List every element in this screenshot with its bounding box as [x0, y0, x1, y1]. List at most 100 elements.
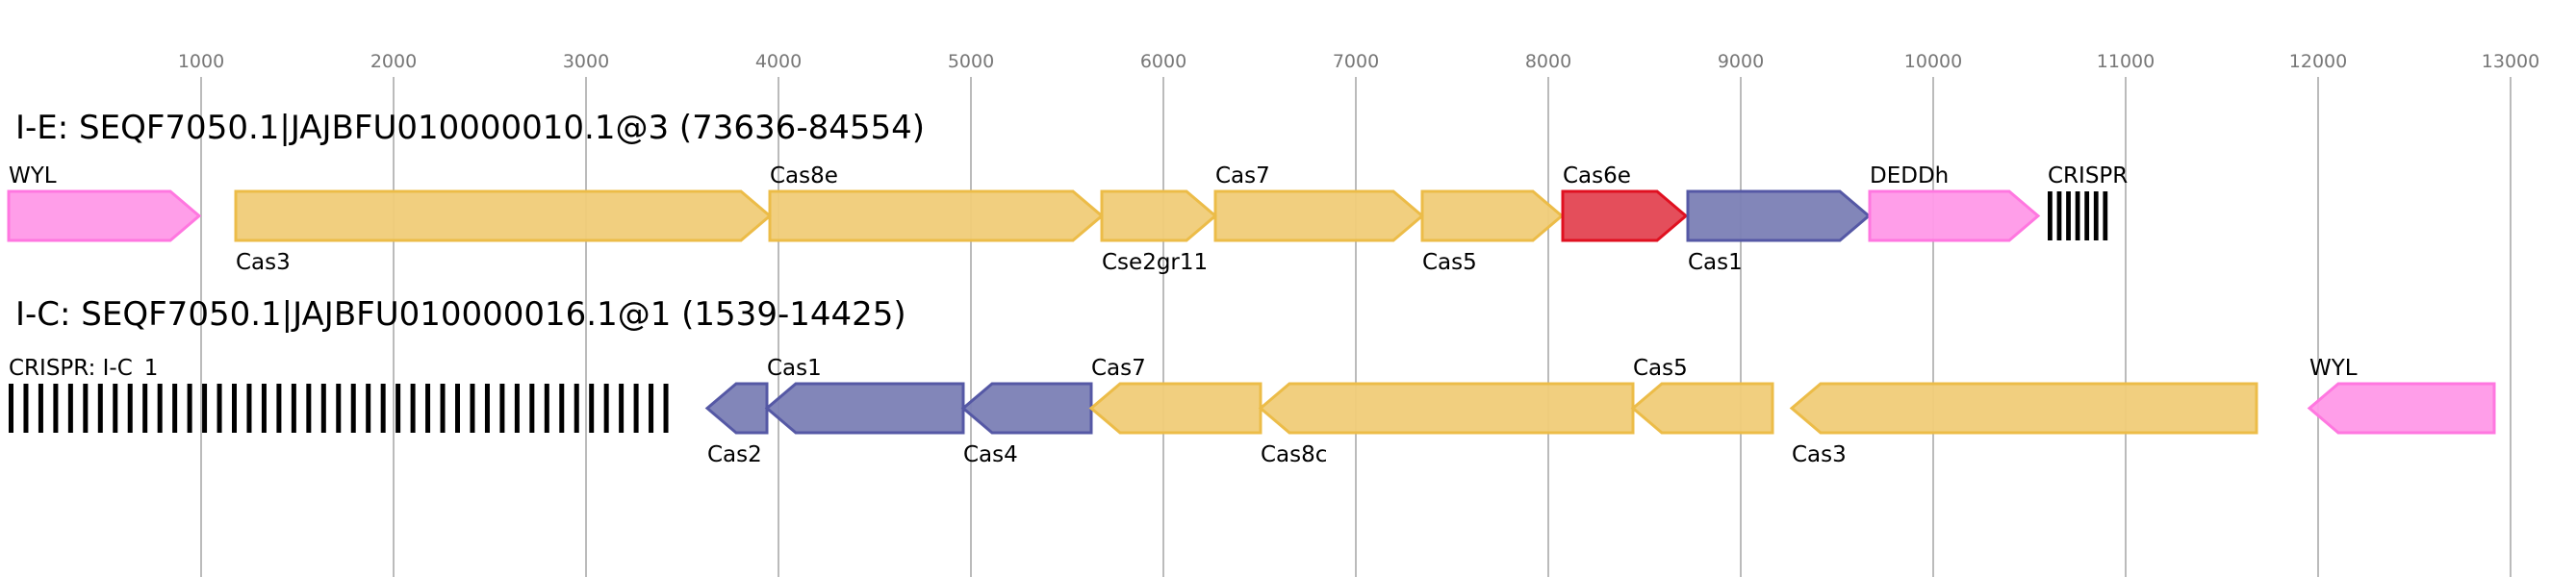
gene-label-cas3: Cas3 — [236, 250, 291, 275]
crispr-repeat — [38, 384, 43, 433]
gene-label-cas6e: Cas6e — [1563, 163, 1631, 188]
gene-arrow-cse2gr11[interactable] — [1100, 189, 1218, 242]
tick-label: 12000 — [2289, 51, 2347, 72]
gene-label-cas3: Cas3 — [1792, 442, 1847, 467]
tick-label: 10000 — [1904, 51, 1962, 72]
crispr-repeat — [395, 384, 401, 433]
crispr-repeat — [470, 384, 475, 433]
tick-label: 4000 — [755, 51, 802, 72]
gene-arrow-cas8c[interactable] — [1258, 382, 1635, 435]
gene-label-cas8c: Cas8c — [1261, 442, 1327, 467]
crispr-repeat — [425, 384, 431, 433]
gene-arrow-cas1[interactable] — [1686, 189, 1872, 242]
gene-arrow-cas3[interactable] — [234, 189, 773, 242]
gene-label-cas5: Cas5 — [1633, 356, 1688, 381]
crispr-repeat — [2056, 191, 2062, 240]
crispr-repeat — [633, 384, 639, 433]
loci: I-E: SEQF7050.1|JAJBFU010000010.1@3 (736… — [7, 109, 2496, 467]
gene-label-cas8e: Cas8e — [770, 163, 838, 188]
gene-label-cas1: Cas1 — [767, 356, 822, 381]
crispr-repeat — [336, 384, 342, 433]
locus-track: I-E: SEQF7050.1|JAJBFU010000010.1@3 (736… — [7, 109, 2128, 275]
gene-label-wyl: WYL — [2309, 356, 2358, 381]
crispr-array-count: 1 — [144, 356, 159, 381]
crispr-repeat — [232, 384, 237, 433]
gene-arrow-cas4[interactable] — [960, 382, 1093, 435]
locus-title: I-C: SEQF7050.1|JAJBFU010000016.1@1 (153… — [15, 295, 906, 334]
crispr-repeat — [291, 384, 296, 433]
crispr-repeat — [23, 384, 29, 433]
gene-arrow-cas5[interactable] — [1420, 189, 1565, 242]
gene-arrow-cas7[interactable] — [1213, 189, 1425, 242]
tick-label: 1000 — [178, 51, 224, 72]
crispr-repeat — [261, 384, 267, 433]
crispr-array[interactable] — [2048, 191, 2108, 240]
crispr-repeat — [529, 384, 535, 433]
crispr-repeat — [484, 384, 490, 433]
crispr-repeat — [320, 384, 326, 433]
crispr-repeat — [499, 384, 505, 433]
gene-arrow-cas3[interactable] — [1789, 382, 2258, 435]
crispr-repeat — [83, 384, 89, 433]
crispr-repeat — [2103, 191, 2108, 240]
crispr-repeat — [306, 384, 312, 433]
crispr-repeat — [574, 384, 579, 433]
gene-arrow-cas2[interactable] — [704, 382, 769, 435]
gene-arrow-cas6e[interactable] — [1561, 189, 1689, 242]
gene-label-cas2: Cas2 — [707, 442, 762, 467]
crispr-repeat — [246, 384, 252, 433]
crispr-repeat — [663, 384, 669, 433]
crispr-repeat — [603, 384, 609, 433]
crispr-repeat — [67, 384, 73, 433]
crispr-repeat — [410, 384, 416, 433]
gene-label-cas5: Cas5 — [1422, 250, 1477, 275]
tick-label: 7000 — [1333, 51, 1379, 72]
gene-label-cse2gr11: Cse2gr11 — [1102, 250, 1208, 275]
gene-arrow-deddh[interactable] — [1868, 189, 2041, 242]
crispr-repeat — [187, 384, 192, 433]
crispr-repeat — [544, 384, 549, 433]
tick-label: 5000 — [948, 51, 994, 72]
gene-arrow-wyl[interactable] — [2307, 382, 2496, 435]
gene-arrow-cas8e[interactable] — [768, 189, 1105, 242]
crispr-repeat — [172, 384, 178, 433]
gene-label-crispr: CRISPR — [2048, 163, 2128, 188]
crispr-repeat — [559, 384, 565, 433]
crispr-repeat — [366, 384, 371, 433]
gene-arrow-cas1[interactable] — [764, 382, 965, 435]
crispr-repeat — [276, 384, 282, 433]
tick-label: 2000 — [370, 51, 417, 72]
crispr-repeat — [2066, 191, 2071, 240]
tick-label: 13000 — [2482, 51, 2539, 72]
gene-arrow-cas5[interactable] — [1630, 382, 1774, 435]
gene-label-deddh: DEDDh — [1870, 163, 1949, 188]
crispr-repeat — [2084, 191, 2090, 240]
locus-title: I-E: SEQF7050.1|JAJBFU010000010.1@3 (736… — [15, 109, 925, 147]
tick-label: 8000 — [1525, 51, 1571, 72]
gene-arrow-cas7[interactable] — [1088, 382, 1262, 435]
crispr-repeat — [97, 384, 103, 433]
crispr-array[interactable] — [9, 384, 669, 433]
crispr-repeat — [9, 384, 13, 433]
crispr-repeat — [2048, 191, 2053, 240]
gene-arrow-wyl[interactable] — [7, 189, 202, 242]
gene-label-cas1: Cas1 — [1688, 250, 1743, 275]
locus-track: I-C: SEQF7050.1|JAJBFU010000016.1@1 (153… — [9, 295, 2496, 467]
crispr-repeat — [380, 384, 386, 433]
tick-label: 3000 — [563, 51, 609, 72]
crispr-repeat — [455, 384, 460, 433]
crispr-repeat — [514, 384, 520, 433]
gene-label-cas4: Cas4 — [963, 442, 1018, 467]
gene-label-cas7: Cas7 — [1091, 356, 1146, 381]
crispr-repeat — [127, 384, 133, 433]
crispr-repeat — [157, 384, 163, 433]
gene-label-crispr-i-c: CRISPR: I-C — [9, 356, 133, 381]
gene-label-cas7: Cas7 — [1215, 163, 1270, 188]
crispr-repeat — [2093, 191, 2099, 240]
crispr-repeat — [217, 384, 222, 433]
crispr-repeat — [202, 384, 208, 433]
crispr-repeat — [113, 384, 118, 433]
crispr-repeat — [142, 384, 148, 433]
